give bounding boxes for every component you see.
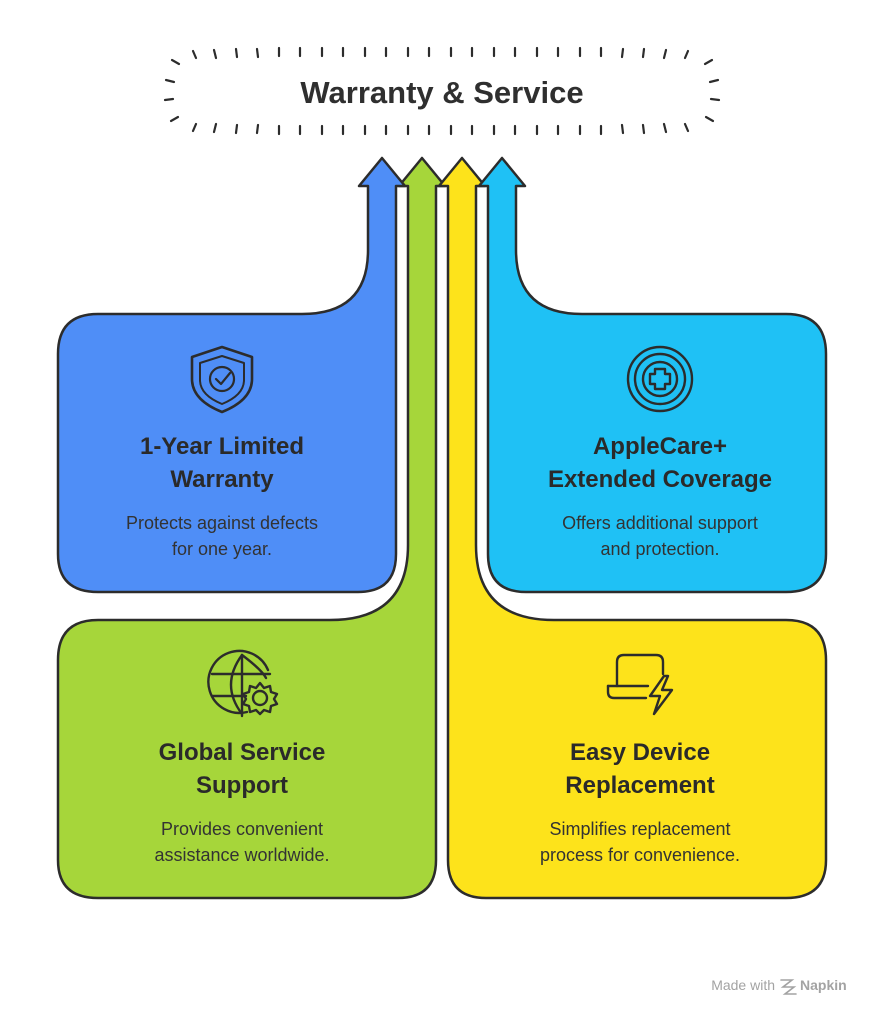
- card-limited-warranty: [56, 156, 407, 594]
- card-device-replacement: [437, 156, 828, 900]
- card-global-service-title-1: Global Service: [159, 739, 326, 766]
- device-lightning-icon: [606, 653, 674, 716]
- card-applecare-desc-1: Offers additional support: [562, 513, 758, 533]
- card-limited-warranty-title-2: Warranty: [170, 466, 274, 493]
- diagram-title: Warranty & Service: [300, 75, 583, 110]
- card-global-service-title-2: Support: [196, 772, 288, 799]
- card-applecare-desc-2: and protection.: [600, 539, 719, 559]
- card-global-service-desc-2: assistance worldwide.: [154, 845, 329, 865]
- globe-gear-icon: [207, 649, 279, 718]
- card-applecare-title-2: Extended Coverage: [548, 466, 772, 493]
- shield-check-icon: [190, 345, 254, 414]
- card-applecare-title-1: AppleCare+: [593, 433, 727, 460]
- napkin-logo-icon: [780, 979, 797, 995]
- card-global-service-desc-1: Provides convenient: [161, 819, 323, 839]
- card-limited-warranty-title-1: 1-Year Limited: [140, 433, 304, 460]
- card-device-replacement-title-1: Easy Device: [570, 739, 710, 766]
- medical-plus-icon: [626, 345, 694, 413]
- footer-made-with: Made with: [711, 977, 775, 993]
- card-limited-warranty-desc-1: Protects against defects: [126, 513, 318, 533]
- title-burst: [163, 46, 721, 136]
- card-device-replacement-title-2: Replacement: [565, 772, 714, 799]
- card-device-replacement-desc-2: process for convenience.: [540, 845, 740, 865]
- card-device-replacement-desc-1: Simplifies replacement: [549, 819, 730, 839]
- footer-brand: Napkin: [800, 977, 847, 993]
- card-limited-warranty-desc-2: for one year.: [172, 539, 272, 559]
- card-global-service: [56, 156, 447, 900]
